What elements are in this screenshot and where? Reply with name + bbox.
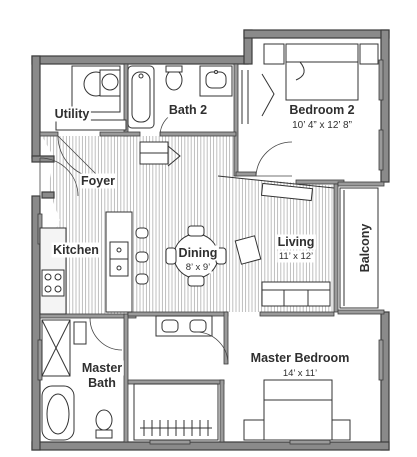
label-master-bath-line2: Bath <box>88 376 116 390</box>
bath-2 <box>127 65 233 137</box>
dimensions-master-bedroom: 14’ x 11’ <box>283 368 317 379</box>
master-bath <box>41 317 123 441</box>
exterior-walls <box>31 29 390 451</box>
label-utility: Utility <box>55 107 90 121</box>
entry-door <box>39 157 79 197</box>
dimensions-bedroom-2: 10’ 4” x 12’ 8” <box>292 120 352 131</box>
label-dining: Dining <box>179 246 218 260</box>
label-bedroom-2: Bedroom 2 <box>289 103 354 117</box>
label-kitchen: Kitchen <box>53 243 99 257</box>
label-living: Living <box>278 235 315 249</box>
bedroom-2 <box>241 43 379 177</box>
label-master-bath-line1: Master <box>82 361 122 375</box>
utility-room <box>55 65 127 179</box>
master-bedroom <box>133 315 351 441</box>
label-foyer: Foyer <box>81 174 115 188</box>
room-labels: Utility Bath 2 Bedroom 2 10’ 4” x 12’ 8”… <box>51 102 373 391</box>
foyer-closet <box>139 141 181 167</box>
living-room <box>217 175 335 307</box>
kitchen <box>39 211 149 315</box>
label-balcony: Balcony <box>358 224 372 273</box>
dimensions-living: 11’ x 12’ <box>279 251 313 262</box>
interior-walls <box>31 63 385 443</box>
label-master-bedroom: Master Bedroom <box>251 351 350 365</box>
dimensions-dining: 8’ x 9’ <box>186 262 210 273</box>
label-bath-2: Bath 2 <box>169 103 207 117</box>
